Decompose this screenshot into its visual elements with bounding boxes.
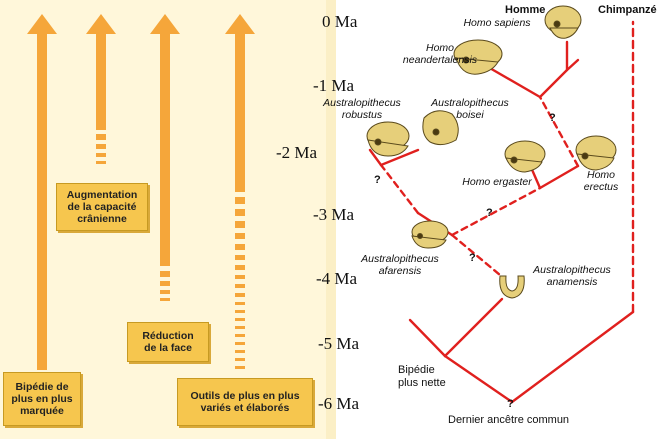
afarensis-skull xyxy=(411,220,449,249)
time-label-4: -4 Ma xyxy=(316,269,358,288)
species-neandertalensis: Homo neandertalensis xyxy=(402,42,478,66)
species-boisei: Australopithecus boisei xyxy=(431,97,509,121)
arrow-outils-head xyxy=(225,14,255,34)
header-homme: Homme xyxy=(505,4,546,16)
trait-outils-box: Outils de plus en plus variés et élaboré… xyxy=(177,378,313,426)
time-label-6: -6 Ma xyxy=(318,394,360,413)
neandertalensis-skull xyxy=(453,39,503,75)
question-mark-robustus-link: ? xyxy=(374,174,381,186)
phylogeny-branches xyxy=(368,20,635,404)
trait-bipedie-box: Bipédie de plus en plus marquée xyxy=(3,372,81,426)
species-afarensis: Australopithecus afarensis xyxy=(361,253,439,277)
ergaster-skull xyxy=(504,140,546,173)
arrow-bipedie-head xyxy=(27,14,57,34)
trait-face-box: Réduction de la face xyxy=(127,322,209,362)
panel-divider xyxy=(326,0,336,439)
arrow-face-shaft xyxy=(160,32,170,266)
species-sapiens: Homo sapiens xyxy=(463,17,531,29)
species-robustus: Australopithecus robustus xyxy=(323,97,401,121)
question-mark-erectus-link: ? xyxy=(549,112,556,124)
time-label-2: -2 Ma xyxy=(276,143,318,162)
question-mark-homo-link: ? xyxy=(486,207,493,219)
arrow-crane-shaft xyxy=(96,32,106,130)
species-ergaster: Homo ergaster xyxy=(462,176,532,188)
time-label-5: -5 Ma xyxy=(318,334,360,353)
erectus-skull xyxy=(575,135,617,171)
arrow-crane-head xyxy=(86,14,116,34)
time-label-1: -1 Ma xyxy=(313,76,355,95)
note-dernier-ancetre: Dernier ancêtre commun xyxy=(448,414,570,426)
question-mark-anamensis-link: ? xyxy=(469,252,476,264)
trend-arrows xyxy=(27,14,255,370)
question-mark-ancestor: ? xyxy=(507,398,514,410)
header-chimpanze: Chimpanzé xyxy=(598,4,657,16)
time-label-0: 0 Ma xyxy=(322,12,358,31)
boisei-skull xyxy=(422,110,459,146)
arrow-bipedie-shaft xyxy=(37,32,47,370)
arrow-face-head xyxy=(150,14,180,34)
note-bipedie-nette: Bipédie plus nette xyxy=(398,364,446,389)
species-anamensis: Australopithecus anamensis xyxy=(533,264,611,288)
sapiens-skull xyxy=(544,5,582,39)
anamensis-jaw xyxy=(499,275,525,299)
time-label-3: -3 Ma xyxy=(313,205,355,224)
trait-crane-box: Augmentation de la capacité crânienne xyxy=(56,183,148,231)
robustus-skull xyxy=(366,121,410,157)
arrow-outils-shaft xyxy=(235,32,245,192)
fossil-skulls xyxy=(366,5,617,299)
species-erectus: Homo erectus xyxy=(583,169,619,193)
